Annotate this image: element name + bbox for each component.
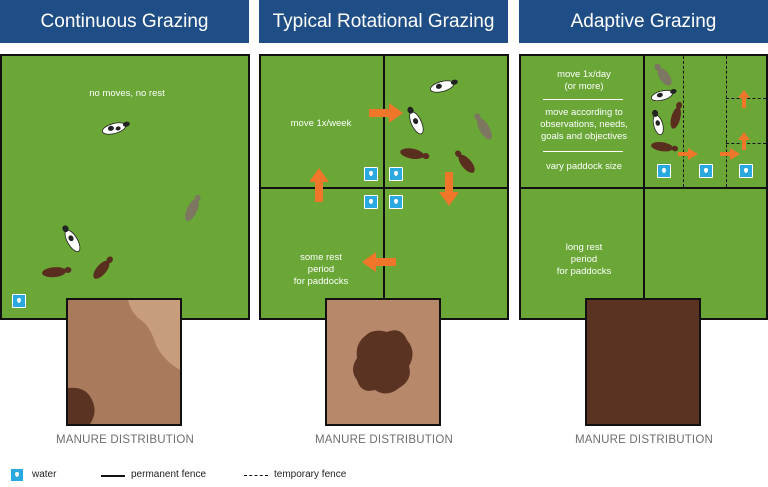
cow-icon — [670, 101, 683, 129]
move-arrow-icon — [678, 148, 698, 160]
move-arrow-icon — [309, 168, 329, 202]
pasture-adaptive: move 1x/day (or more) move according to … — [519, 54, 768, 320]
cow-icon — [42, 266, 72, 278]
cow-icon — [93, 256, 113, 279]
note-long-rest: long rest — [565, 242, 603, 253]
cow-icon — [407, 106, 424, 135]
cow-icon — [654, 63, 672, 86]
move-arrow-icon — [439, 172, 459, 206]
note-period: period — [570, 254, 598, 265]
note-no-moves: no moves, no rest — [89, 88, 165, 99]
temporary-fence — [726, 56, 727, 187]
move-arrow-icon — [369, 103, 403, 123]
cow-icon — [102, 121, 130, 135]
legend-permanent-fence-line — [101, 475, 125, 477]
water-drop-icon — [389, 167, 403, 181]
water-drop-icon — [12, 294, 26, 308]
water-drop-icon — [10, 468, 24, 482]
note-or-more: (or more) — [564, 81, 604, 92]
manure-continuous — [66, 298, 182, 426]
pasture-continuous: no moves, no rest — [0, 54, 250, 320]
note-some-rest: some rest — [300, 252, 342, 263]
cow-icon — [474, 113, 492, 140]
manure-label-adaptive: MANURE DISTRIBUTION — [575, 434, 713, 446]
legend-temporary-fence: temporary fence — [274, 469, 347, 480]
cow-icon — [185, 194, 201, 222]
cow-icon — [651, 142, 679, 152]
cow-icon — [455, 150, 475, 173]
note-goals: goals and objectives — [540, 131, 628, 142]
move-arrow-icon — [738, 90, 750, 108]
note-vary-size: vary paddock size — [545, 161, 623, 172]
legend-permanent-fence: permanent fence — [131, 469, 207, 480]
cow-icon — [652, 109, 664, 136]
cow-icon — [650, 88, 677, 102]
manure-adaptive — [585, 298, 701, 426]
header-rotational: Typical Rotational Grazing — [259, 0, 508, 43]
header-adaptive: Adaptive Grazing — [519, 0, 768, 43]
move-arrow-icon — [738, 132, 750, 150]
note-period: period — [307, 264, 335, 275]
cow-icon — [430, 79, 458, 93]
water-drop-icon — [364, 167, 378, 181]
note-for-paddocks: for paddocks — [293, 276, 349, 287]
cow-icon — [400, 148, 430, 160]
temporary-fence — [683, 56, 684, 187]
note-for-paddocks: for paddocks — [556, 266, 612, 277]
water-drop-icon — [657, 164, 671, 178]
note-move-according: move according to — [545, 107, 623, 118]
cow-icon — [62, 225, 81, 252]
move-arrow-icon — [720, 148, 740, 160]
note-move-daily: move 1x/day — [557, 69, 611, 80]
legend-water: water — [32, 469, 57, 480]
water-drop-icon — [699, 164, 713, 178]
water-drop-icon — [389, 195, 403, 209]
manure-label-rotational: MANURE DISTRIBUTION — [315, 434, 453, 446]
move-arrow-icon — [362, 252, 396, 272]
permanent-fence-h — [261, 187, 507, 189]
note-divider — [543, 151, 623, 152]
note-observations: observations, needs, — [540, 119, 628, 130]
legend-temporary-fence-line — [244, 475, 268, 476]
pasture-rotational: move 1x/week some rest period for paddoc… — [259, 54, 509, 320]
note-divider — [543, 99, 623, 100]
permanent-fence-h — [521, 187, 766, 189]
header-continuous: Continuous Grazing — [0, 0, 249, 43]
manure-label-continuous: MANURE DISTRIBUTION — [56, 434, 194, 446]
manure-rotational — [325, 298, 441, 426]
water-drop-icon — [739, 164, 753, 178]
note-move-weekly: move 1x/week — [290, 118, 352, 129]
water-drop-icon — [364, 195, 378, 209]
